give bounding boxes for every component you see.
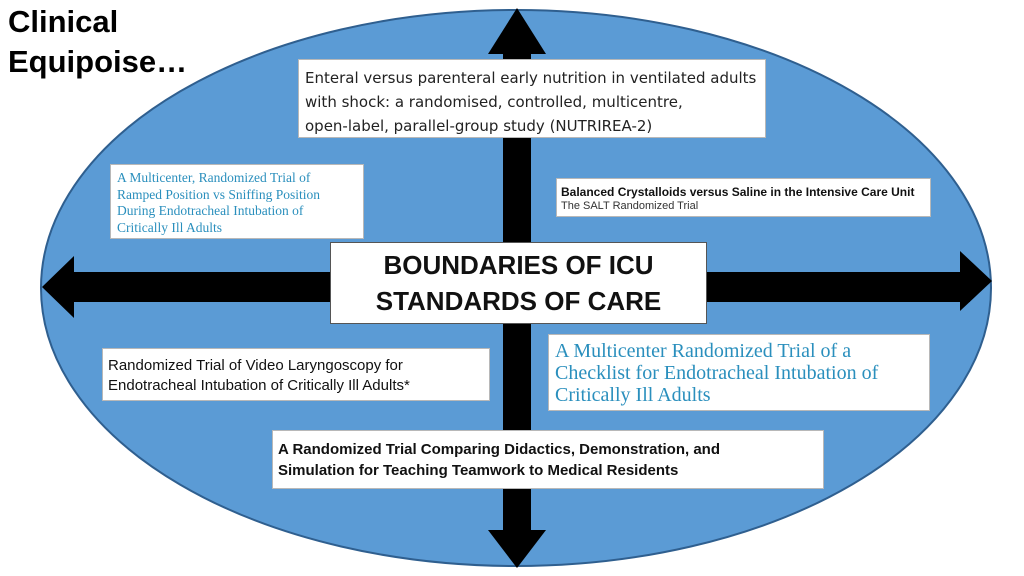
slide-title-line-2: Equipoise… (8, 44, 188, 79)
left-arrowhead (42, 256, 74, 318)
slide-title-line-1: Clinical (8, 4, 119, 39)
trial-subtitle: The SALT Randomized Trial (561, 200, 699, 212)
trial-title-line: Ramped Position vs Sniffing Position (117, 186, 321, 202)
trial-title-line: A Randomized Trial Comparing Didactics, … (278, 441, 721, 458)
trial-title-line: Simulation for Teaching Teamwork to Medi… (278, 462, 679, 479)
trial-box-ramped-position: A Multicenter, Randomized Trial of Rampe… (110, 164, 364, 239)
trial-box-intubation-checklist: A Multicenter Randomized Trial of a Chec… (548, 334, 930, 411)
trial-box-teamwork-teaching: A Randomized Trial Comparing Didactics, … (272, 430, 824, 489)
trial-title-line: A Multicenter, Randomized Trial of (117, 170, 311, 185)
center-label-box: BOUNDARIES OF ICU STANDARDS OF CARE (330, 242, 707, 324)
center-label-line-2: STANDARDS OF CARE (375, 286, 662, 316)
trial-title-line: A Multicenter Randomized Trial of a (555, 340, 852, 362)
right-arrowhead (960, 251, 992, 311)
up-arrowhead (488, 8, 546, 54)
trial-title-line: Critically Ill Adults (117, 219, 222, 235)
trial-title-line: Checklist for Endotracheal Intubation of (555, 362, 879, 384)
trial-title-line: Endotracheal Intubation of Critically Il… (108, 377, 410, 394)
trial-title-line: with shock: a randomised, controlled, mu… (305, 93, 683, 111)
center-label-line-1: BOUNDARIES OF ICU (383, 250, 654, 280)
trial-title-line: open-label, parallel-group study (NUTRIR… (305, 117, 653, 135)
trial-box-video-laryngoscopy: Randomized Trial of Video Laryngoscopy f… (102, 348, 490, 401)
trial-title-line: During Endotracheal Intubation of (117, 203, 304, 218)
trial-title-line: Randomized Trial of Video Laryngoscopy f… (108, 357, 403, 374)
slide-title: Clinical Equipoise… (8, 2, 238, 82)
trial-box-nutrirea-2: Enteral versus parenteral early nutritio… (298, 59, 766, 138)
trial-title-line: Enteral versus parenteral early nutritio… (305, 69, 757, 87)
trial-box-salt: Balanced Crystalloids versus Saline in t… (556, 178, 931, 217)
down-arrowhead (488, 530, 546, 568)
trial-title: Balanced Crystalloids versus Saline in t… (561, 185, 915, 199)
trial-title-line: Critically Ill Adults (555, 384, 711, 406)
